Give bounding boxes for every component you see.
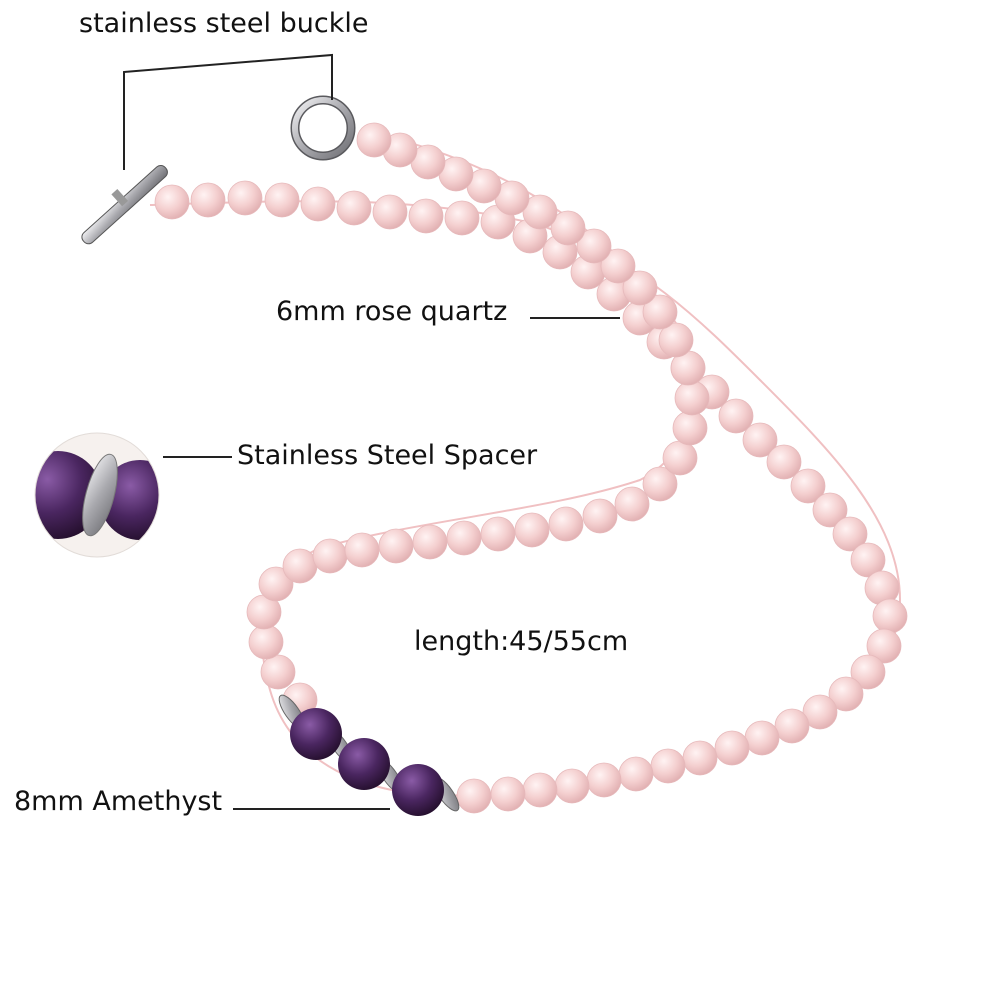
rose-quartz-bead (774, 708, 810, 744)
rose-quartz-bead (714, 730, 750, 766)
rose-quartz-bead (828, 676, 864, 712)
rose-quartz-bead (554, 768, 590, 804)
rose-quartz-bead (600, 248, 636, 284)
toggle-bar-clasp (81, 164, 168, 245)
rose-quartz-bead (744, 720, 780, 756)
rose-quartz-bead (742, 422, 778, 458)
rose-quartz-bead (480, 516, 516, 552)
rose-quartz-bead (658, 322, 694, 358)
rose-quartz-bead (412, 524, 448, 560)
rose-quartz-bead (264, 182, 300, 218)
spacer-closeup-inset (34, 432, 160, 558)
rose-quartz-bead (766, 444, 802, 480)
rose-quartz-bead (444, 200, 480, 236)
amethyst-label: 8mm Amethyst (14, 786, 223, 817)
rose-quartz-bead (522, 772, 558, 808)
rose-quartz-bead (378, 528, 414, 564)
rose-quartz-bead (582, 498, 618, 534)
rose-quartz-bead (548, 506, 584, 542)
rose-quartz-bead (190, 182, 226, 218)
rose-quartz-bead (490, 776, 526, 812)
rose-quartz-bead (514, 512, 550, 548)
rose-quartz-bead (586, 762, 622, 798)
rose-quartz-bead (650, 748, 686, 784)
rose-quartz-bead (258, 566, 294, 602)
buckle-label: stainless steel buckle (79, 8, 369, 39)
rose-quartz-bead (456, 778, 492, 814)
rose-quartz-bead (408, 198, 444, 234)
rose-quartz-bead (282, 548, 318, 584)
rose-quartz-bead (642, 466, 678, 502)
amethyst-bead (392, 764, 444, 816)
buckle-leader-line (123, 53, 333, 170)
rose-quartz-bead (300, 186, 336, 222)
rose-quartz-bead (850, 654, 886, 690)
rose-quartz-bead (344, 532, 380, 568)
rose-quartz-bead (662, 440, 698, 476)
rose-quartz-bead (550, 210, 586, 246)
rose-quartz-bead (312, 538, 348, 574)
rose-quartz-bead (832, 516, 868, 552)
rose-quartz-bead (642, 294, 678, 330)
rose-quartz-bead (372, 194, 408, 230)
rose-quartz-bead (248, 624, 284, 660)
rose-quartz-bead (618, 756, 654, 792)
rose-quartz-bead (812, 492, 848, 528)
leader-lines (123, 53, 620, 810)
rose-quartz-bead (850, 542, 886, 578)
length-label: length:45/55cm (414, 626, 629, 657)
amethyst-beads (278, 694, 460, 816)
rose-quartz-bead (672, 410, 708, 446)
rose-quartz-bead (872, 598, 908, 634)
toggle-ring-clasp (290, 95, 356, 161)
rose-quartz-bead (260, 654, 296, 690)
rose-quartz-bead (227, 180, 263, 216)
rose-quartz-bead (446, 520, 482, 556)
rose-quartz-bead (718, 398, 754, 434)
rose-quartz-bead (356, 122, 392, 158)
rose-quartz-bead (576, 228, 612, 264)
spacer-label: Stainless Steel Spacer (237, 440, 538, 471)
rose-quartz-beads (154, 122, 908, 814)
rose-quartz-bead (682, 740, 718, 776)
rose-quartz-bead (790, 468, 826, 504)
rose-quartz-bead (622, 270, 658, 306)
rose-quartz-bead (674, 380, 710, 416)
rose-quartz-bead (866, 628, 902, 664)
rose-quartz-label: 6mm rose quartz (276, 296, 508, 327)
amethyst-bead (290, 708, 342, 760)
rose-quartz-bead (336, 190, 372, 226)
rose-quartz-bead (614, 486, 650, 522)
rose-quartz-bead (154, 184, 190, 220)
amethyst-bead (338, 738, 390, 790)
rose-quartz-bead (802, 694, 838, 730)
rose-quartz-bead (522, 194, 558, 230)
